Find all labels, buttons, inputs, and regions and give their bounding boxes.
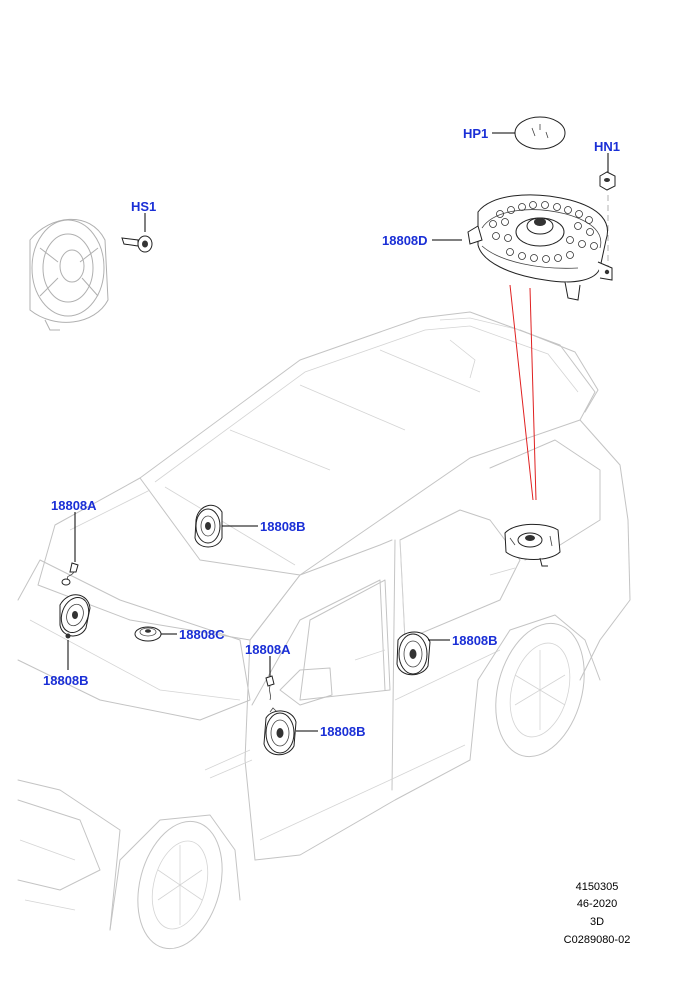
subwoofer-installed <box>504 523 561 567</box>
reference-line-2: 46-2020 <box>577 898 617 910</box>
left-speaker <box>59 594 91 670</box>
hp1-plate <box>492 116 566 150</box>
callout-18808b-roof: 18808B <box>260 519 306 534</box>
vehicle-outline <box>17 311 631 950</box>
callout-hp1: HP1 <box>463 126 488 141</box>
hs1-screw <box>121 213 153 253</box>
reference-line-3: 3D <box>590 916 604 928</box>
reference-block: 4150305 46-2020 3D C0289080-02 <box>564 881 631 946</box>
callout-18808d: 18808D <box>382 233 428 248</box>
hn1-nut <box>599 153 616 275</box>
rear-door-speaker <box>396 631 450 676</box>
subwoofer-assembly <box>432 194 613 301</box>
callout-hn1: HN1 <box>594 139 620 154</box>
front-door-speaker <box>263 707 318 756</box>
reference-line-4: C0289080-02 <box>564 934 631 946</box>
callout-18808a-left: 18808A <box>51 498 97 513</box>
roof-speaker <box>194 504 258 548</box>
callout-18808b-rear: 18808B <box>452 633 498 648</box>
projection-lines <box>509 284 537 501</box>
callout-18808a-front: 18808A <box>245 642 291 657</box>
callout-hs1: HS1 <box>131 199 156 214</box>
large-speaker-reference <box>29 218 109 331</box>
reference-line-1: 4150305 <box>576 881 619 893</box>
callout-18808c: 18808C <box>179 627 225 642</box>
callout-18808b-left: 18808B <box>43 673 89 688</box>
callout-18808b-front: 18808B <box>320 724 366 739</box>
center-speaker <box>134 626 177 642</box>
left-tweeter <box>61 512 79 586</box>
front-tweeter <box>265 656 275 701</box>
